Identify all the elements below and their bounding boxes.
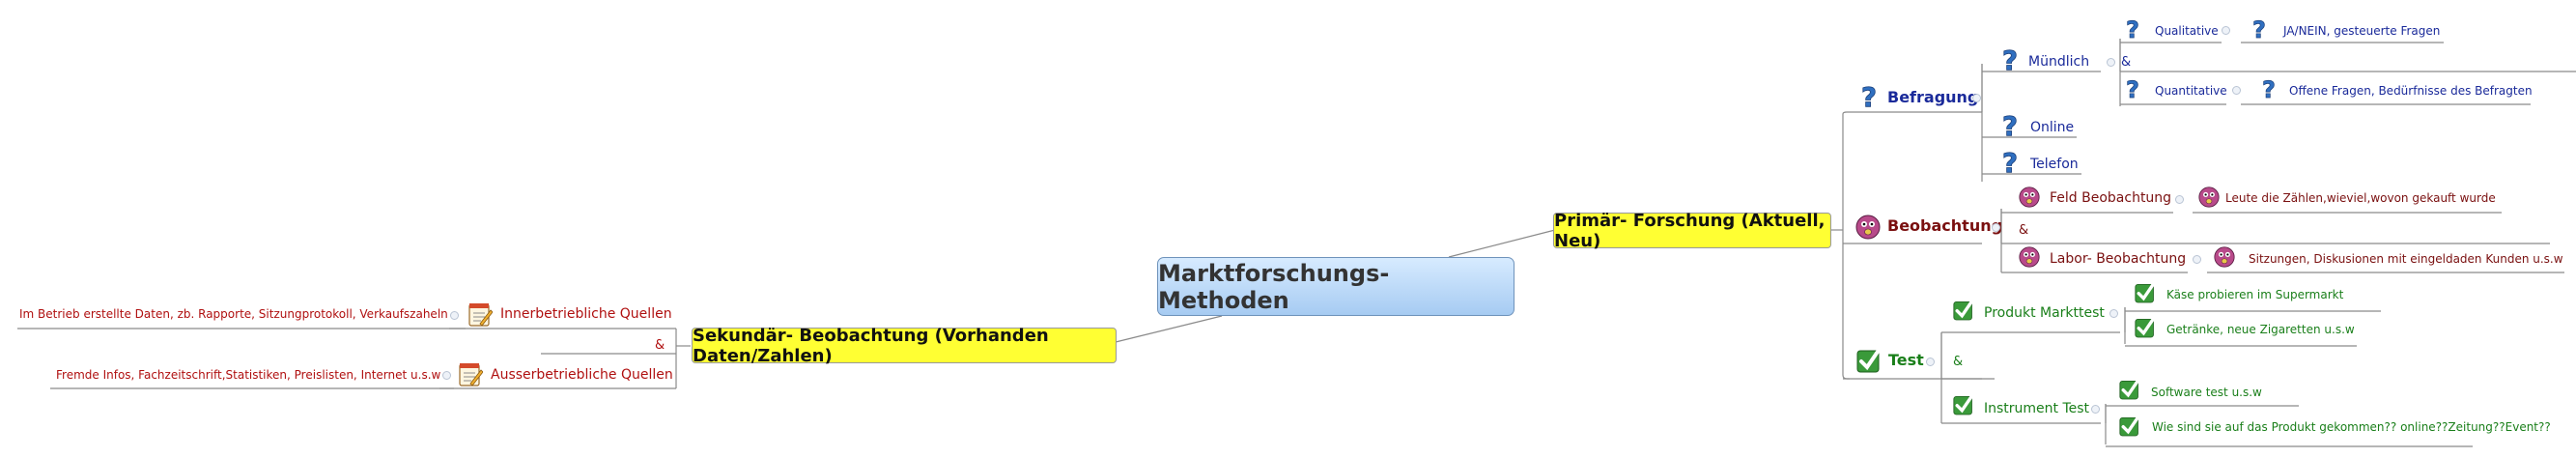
instrument-test-node[interactable]: Instrument Test xyxy=(1984,401,2090,416)
collapse-toggle[interactable] xyxy=(442,371,451,380)
checkmark-icon xyxy=(2119,415,2140,437)
surprised-face-icon xyxy=(2019,186,2040,208)
produkt-markttest-node[interactable]: Produkt Markttest xyxy=(1984,305,2105,321)
svg-text:?: ? xyxy=(2002,46,2018,73)
surprised-face-icon xyxy=(2198,186,2220,208)
collapse-toggle[interactable] xyxy=(2193,255,2201,264)
getraenke-node[interactable]: Getränke, neue Zigaretten u.s.w xyxy=(2166,323,2355,336)
checkmark-icon xyxy=(1953,299,1974,321)
quantitative-node[interactable]: Quantitative xyxy=(2155,84,2227,98)
checkmark-icon xyxy=(1953,393,1974,415)
ausserbetriebliche-quellen-node[interactable]: Ausserbetriebliche Quellen xyxy=(491,367,673,383)
secondary-research-topic[interactable]: Sekundär- Beobachtung (Vorhanden Daten/Z… xyxy=(692,326,1117,366)
central-topic[interactable]: Marktforschungs-Methoden xyxy=(1157,257,1514,316)
surprised-face-icon xyxy=(2019,246,2040,268)
and-relation: & xyxy=(1953,355,1964,369)
question-icon: ? xyxy=(2262,77,2277,100)
surprised-face-icon xyxy=(1855,215,1881,240)
test-node[interactable]: Test xyxy=(1888,351,1924,369)
ja-nein-node[interactable]: JA/NEIN, gesteuerte Fragen xyxy=(2283,24,2441,38)
collapse-toggle[interactable] xyxy=(2091,405,2100,414)
primary-research-topic[interactable]: Primär- Forschung (Aktuell, Neu) xyxy=(1553,211,1831,251)
befragung-node[interactable]: Befragung xyxy=(1887,88,1979,106)
and-relation: & xyxy=(2121,55,2132,70)
surprised-face-icon xyxy=(2214,246,2235,268)
notepad-icon xyxy=(468,303,493,327)
ausser-detail-node[interactable]: Fremde Infos, Fachzeitschrift,Statistike… xyxy=(56,368,441,382)
checkmark-icon xyxy=(2119,378,2140,400)
qualitative-node[interactable]: Qualitative xyxy=(2155,24,2219,38)
collapse-toggle[interactable] xyxy=(2175,195,2184,204)
svg-text:?: ? xyxy=(1861,83,1877,110)
question-icon: ? xyxy=(2126,77,2140,100)
question-icon: ? xyxy=(2126,17,2140,41)
svg-text:?: ? xyxy=(2252,17,2266,41)
checkmark-icon xyxy=(1856,347,1882,373)
offene-fragen-node[interactable]: Offene Fragen, Bedürfnisse des Befragten xyxy=(2289,84,2533,98)
kaese-node[interactable]: Käse probieren im Supermarkt xyxy=(2166,288,2344,301)
and-relation: & xyxy=(2019,223,2029,238)
wie-node[interactable]: Wie sind sie auf das Produkt gekommen?? … xyxy=(2152,420,2551,434)
question-icon: ? xyxy=(2001,112,2018,139)
collapse-toggle[interactable] xyxy=(2107,58,2115,67)
telefon-node[interactable]: Telefon xyxy=(2030,157,2079,172)
muendlich-node[interactable]: Mündlich xyxy=(2028,54,2090,70)
software-test-node[interactable]: Software test u.s.w xyxy=(2151,386,2262,399)
online-node[interactable]: Online xyxy=(2030,120,2075,135)
labor-detail-node[interactable]: Sitzungen, Diskusionen mit eingeldaden K… xyxy=(2249,252,2563,266)
checkmark-icon xyxy=(2135,281,2156,303)
question-icon: ? xyxy=(2252,17,2267,41)
checkmark-icon xyxy=(2135,316,2156,338)
svg-text:?: ? xyxy=(2126,77,2139,100)
feld-beobachtung-node[interactable]: Feld Beobachtung xyxy=(2050,190,2172,206)
svg-text:?: ? xyxy=(2002,112,2018,139)
svg-text:?: ? xyxy=(2002,149,2018,176)
collapse-toggle[interactable] xyxy=(2109,309,2118,318)
svg-text:?: ? xyxy=(2262,77,2276,100)
collapse-toggle[interactable] xyxy=(1972,94,1981,102)
collapse-toggle[interactable] xyxy=(450,311,459,320)
collapse-toggle[interactable] xyxy=(1926,358,1935,366)
question-icon: ? xyxy=(2001,149,2018,176)
svg-text:?: ? xyxy=(2126,17,2139,41)
and-relation: & xyxy=(655,338,665,353)
inner-detail-node[interactable]: Im Betrieb erstellte Daten, zb. Rapporte… xyxy=(19,307,448,321)
collapse-toggle[interactable] xyxy=(2222,26,2230,35)
collapse-toggle[interactable] xyxy=(2232,86,2241,95)
feld-detail-node[interactable]: Leute die Zählen,wieviel,wovon gekauft w… xyxy=(2225,191,2496,205)
innerbetriebliche-quellen-node[interactable]: Innerbetriebliche Quellen xyxy=(500,306,672,322)
beobachtung-node[interactable]: Beobachtung xyxy=(1887,216,2003,235)
collapse-toggle[interactable] xyxy=(1992,223,2000,232)
question-icon: ? xyxy=(1860,83,1877,110)
question-icon: ? xyxy=(2001,46,2018,73)
notepad-icon xyxy=(459,363,483,386)
labor-beobachtung-node[interactable]: Labor- Beobachtung xyxy=(2050,251,2187,267)
